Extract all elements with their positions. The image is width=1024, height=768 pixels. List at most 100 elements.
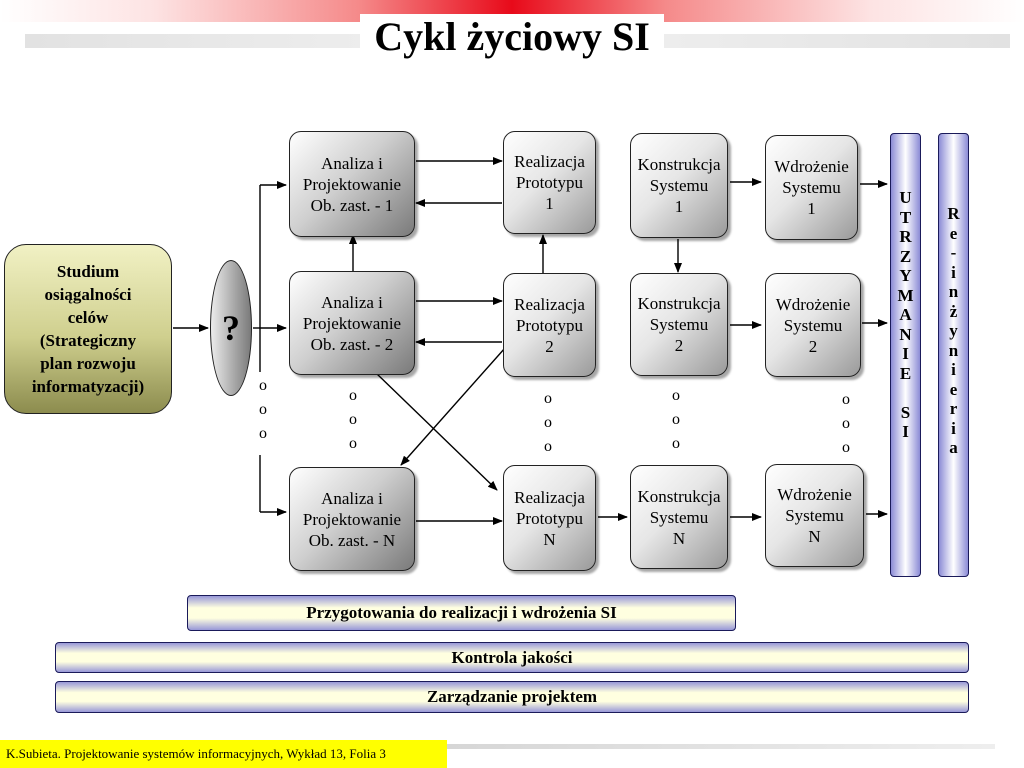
box-line: Systemu <box>649 315 709 334</box>
dot: o <box>349 387 357 404</box>
bar-label: Przygotowania do realizacji i wdrożenia … <box>306 603 617 622</box>
box-line: 1 <box>545 194 554 213</box>
box-line: 1 <box>674 197 684 216</box>
box-line: Projektowanie <box>302 509 402 529</box>
dot: o <box>842 439 850 456</box>
box-line: 2 <box>808 336 818 356</box>
dot: o <box>672 435 680 452</box>
przygotowania-bar: Przygotowania do realizacji i wdrożenia … <box>187 595 736 631</box>
box-line: Prototypu <box>515 173 584 192</box>
vbar-letter: n <box>948 282 959 301</box>
dot: o <box>544 414 552 431</box>
box-line: Realizacja <box>514 152 585 171</box>
dot: o <box>544 390 552 407</box>
box-line: Systemu <box>782 178 841 197</box>
box-line: N <box>543 529 556 549</box>
box-line: Analiza i <box>321 153 383 173</box>
box-line: Realizacja <box>514 487 585 507</box>
question-mark: ? <box>222 308 240 348</box>
dot: o <box>259 377 267 394</box>
box-line: Ob. zast. - N <box>308 530 396 550</box>
box-line: Konstrukcja <box>637 155 721 174</box>
decision-ellipse: ? <box>210 260 252 396</box>
vbar-letter: Z <box>899 246 912 266</box>
box-line: Ob. zast. - 2 <box>310 334 394 354</box>
box-line: Konstrukcja <box>637 486 721 506</box>
studium-line: celów <box>67 308 109 327</box>
zarzadzanie-projektem-bar: Zarządzanie projektem <box>55 681 969 713</box>
dot: o <box>672 387 680 404</box>
dot: o <box>259 401 267 418</box>
dot: o <box>349 435 357 452</box>
vbar-letter: A <box>899 305 912 324</box>
bar-label: Zarządzanie projektem <box>426 687 598 706</box>
box-line: Systemu <box>783 315 843 335</box>
vbar-letter: I <box>902 422 909 441</box>
vbar-letter: Y <box>899 266 912 285</box>
vbar-letter: i <box>951 418 956 438</box>
vbar-letter: y <box>949 321 958 340</box>
studium-line: (Strategiczny <box>39 331 137 350</box>
reinzynieria-bar: R e - i n ż y n i e r i a <box>938 133 969 577</box>
box-line: Konstrukcja <box>637 294 721 313</box>
dot: o <box>842 391 850 408</box>
vbar-letter: I <box>902 344 909 363</box>
box-line: Wdrożenie <box>777 485 852 504</box>
vbar-letter: - <box>950 243 957 262</box>
footer-rule <box>445 744 995 749</box>
box-line: N <box>808 527 821 546</box>
box-line: 2 <box>545 336 554 356</box>
vbar-letter: N <box>899 324 912 344</box>
vbar-letter: r <box>949 399 958 418</box>
dot: o <box>259 425 267 442</box>
dot: o <box>842 415 850 432</box>
slide-title: Cykl życiowy SI <box>0 12 1024 62</box>
vbar-letter: ż <box>949 301 958 321</box>
box-line: Systemu <box>649 176 709 195</box>
box-line: Analiza i <box>321 292 383 312</box>
studium-line: plan rozwoju <box>40 354 136 373</box>
box-line: Realizacja <box>514 294 585 314</box>
vbar-letter: i <box>951 262 956 282</box>
vbar-letter: R <box>899 227 912 246</box>
studium-line: osiągalności <box>44 285 132 304</box>
bar-label: Kontrola jakości <box>451 647 573 667</box>
box-line: N <box>672 528 686 548</box>
box-line: Ob. zast. - 1 <box>310 195 394 215</box>
vbar-letter: R <box>947 204 960 223</box>
box-line: Projektowanie <box>302 313 402 333</box>
vbar-letter: i <box>951 360 956 379</box>
box-line: Prototypu <box>515 315 584 335</box>
box-line: 1 <box>807 199 816 218</box>
box-line: Systemu <box>785 506 844 525</box>
vbar-letter: T <box>899 207 912 227</box>
top-decoration-bar <box>0 0 1024 22</box>
box-line: Wdrożenie <box>775 294 851 314</box>
box-line: 2 <box>674 336 684 355</box>
box-line: Wdrożenie <box>774 157 849 176</box>
box-line: Analiza i <box>321 488 383 508</box>
vbar-letter: M <box>897 285 914 305</box>
studium-line: Studium <box>56 262 120 281</box>
vbar-letter: a <box>949 438 958 457</box>
box-line: Prototypu <box>515 508 584 528</box>
vbar-letter: n <box>948 340 959 360</box>
vbar-letter: U <box>899 188 912 207</box>
studium-box: Studium osiągalności celów (Strategiczny… <box>4 244 172 414</box>
studium-line: informatyzacji) <box>31 377 145 396</box>
